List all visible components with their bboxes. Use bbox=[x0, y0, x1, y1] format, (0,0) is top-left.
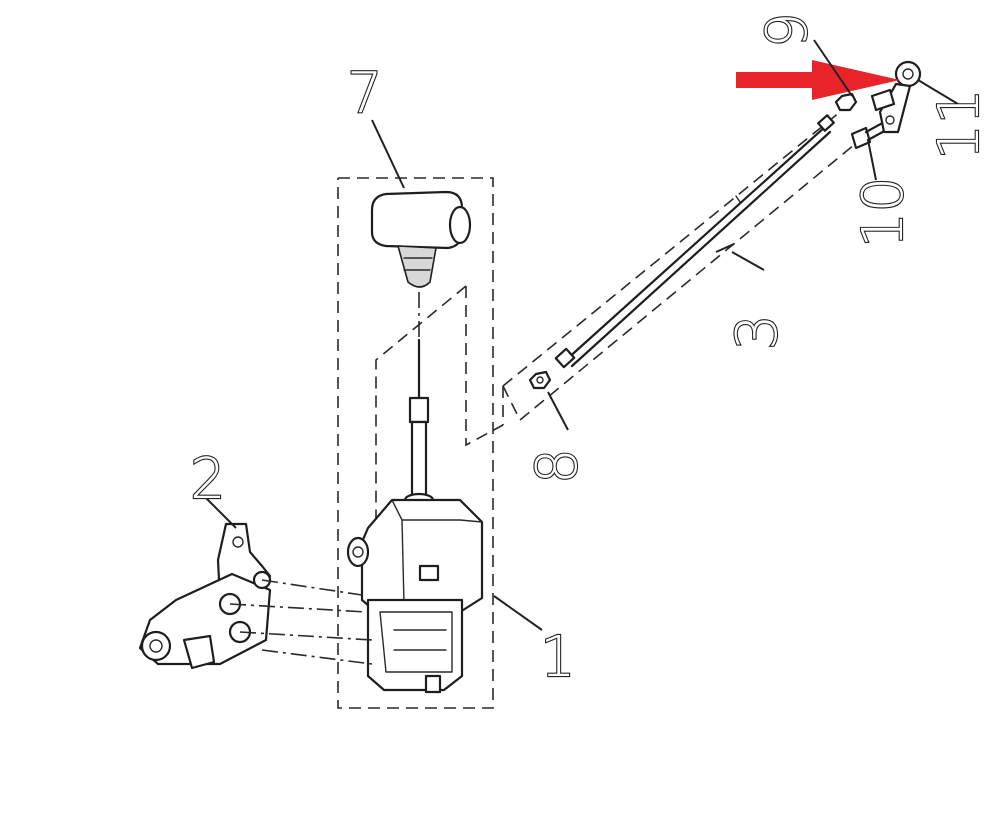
part-7-shift-knob bbox=[370, 190, 472, 288]
part-1-shifter-housing bbox=[346, 498, 484, 694]
label-part-1: 1 bbox=[540, 625, 576, 690]
label-part-11: 11 bbox=[927, 89, 992, 160]
label-part-8: 8 bbox=[525, 448, 590, 484]
part-2-mounting-bracket bbox=[138, 522, 272, 670]
label-part-7: 7 bbox=[347, 61, 383, 126]
highlight-arrow bbox=[736, 60, 900, 100]
part-11-lever-arm bbox=[870, 60, 922, 134]
fastener-alignment-lines bbox=[229, 579, 373, 665]
shift-lever-shaft bbox=[403, 338, 435, 508]
part-8-nut bbox=[528, 370, 552, 390]
leader-lines bbox=[205, 39, 959, 631]
assembly-outline-shifter bbox=[337, 177, 504, 709]
label-part-2: 2 bbox=[190, 447, 226, 512]
label-part-9: 9 bbox=[755, 12, 820, 48]
label-part-10: 10 bbox=[851, 177, 916, 248]
part-9-lock-nut bbox=[834, 92, 858, 112]
part-3-shift-cable bbox=[554, 114, 835, 369]
assembly-outline-cable bbox=[502, 111, 861, 421]
label-part-3: 3 bbox=[725, 314, 790, 350]
